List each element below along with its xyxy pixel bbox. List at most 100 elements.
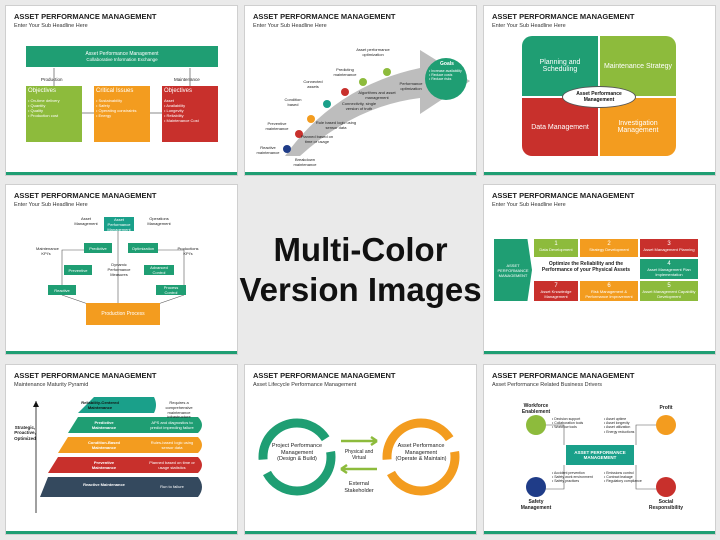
objectives-maintenance-box: Objectives Asset • Availability • Longev… xyxy=(162,86,218,142)
slide-subtitle: Maintenance Maturity Pyramid xyxy=(14,382,89,388)
connected-label: Connected assets xyxy=(303,79,323,89)
step-1: 1 Data Development xyxy=(534,239,578,257)
project-perf-label: Project Performance Management (Design &… xyxy=(271,443,323,463)
slide-thumbnail-8[interactable]: ASSET PERFORMANCE MANAGEMENT Asset Lifec… xyxy=(244,364,477,535)
slide-subtitle: Enter Your Sub Headline Here xyxy=(14,202,88,208)
step-num: 5 xyxy=(667,283,671,289)
center-title-line-2: Version Images xyxy=(239,270,482,308)
social-items: • Emissions control • Contract leakage •… xyxy=(604,471,642,484)
level-3-name: Condition-Based Maintenance xyxy=(88,440,120,450)
profit-label: Profit xyxy=(659,405,673,411)
slide-thumbnail-9[interactable]: ASSET PERFORMANCE MANAGEMENT Asset Perfo… xyxy=(483,364,716,535)
box-title: Critical Issues xyxy=(96,88,134,94)
step-label: Asset Management Plan Implementation xyxy=(647,267,691,277)
maturity-pyramid xyxy=(33,397,202,513)
center-oval: Asset Performance Management xyxy=(562,86,636,108)
footer-bar xyxy=(245,531,476,534)
axis-label: Strategic, Proactive, Optimized xyxy=(14,425,36,441)
slide-thumbnail-1[interactable]: ASSET PERFORMANCE MANAGEMENT Enter Your … xyxy=(5,5,238,176)
connectivity-label: Connectivity, single version of truth xyxy=(341,101,377,111)
box-title: Objectives xyxy=(164,88,193,94)
slide-thumbnail-6[interactable]: ASSET PERFORMANCE MANAGEMENT Enter Your … xyxy=(483,184,716,355)
goals-title: Goals xyxy=(440,61,454,67)
step-num: 2 xyxy=(607,241,611,247)
level-4-name: Preventive Maintenance xyxy=(91,460,117,470)
step-label: Data Development xyxy=(539,247,573,252)
level-5-name: Reactive Maintenance xyxy=(83,482,125,487)
predictive-label: Predicting maintenance xyxy=(333,67,357,77)
step-4: 4 Asset Management Plan Implementation xyxy=(640,259,698,279)
step-num: 1 xyxy=(554,241,558,247)
slide-subtitle: Enter Your Sub Headline Here xyxy=(492,202,566,208)
physical-virtual-label: Physical and Virtual xyxy=(344,449,374,461)
optimization-box: Optimization xyxy=(128,243,158,253)
step-7: 7 Asset Knowledge Management xyxy=(534,281,578,301)
banner-line-2: Collaborative Information Exchange xyxy=(86,57,158,62)
goals-items: • Increase availability • Reduce costs •… xyxy=(429,69,462,82)
apm-banner: Asset Performance Management Collaborati… xyxy=(26,46,218,67)
preventive-label: Preventive maintenance xyxy=(265,121,289,131)
step-6: 6 Risk Management & Performance Improvem… xyxy=(580,281,638,301)
advanced-box: Advanced Control xyxy=(144,265,174,275)
drivers-connectors xyxy=(526,415,676,497)
footer-bar xyxy=(245,172,476,175)
footer-bar xyxy=(6,351,237,354)
slide-title: ASSET PERFORMANCE MANAGEMENT xyxy=(492,12,635,21)
center-title-line-1: Multi-Color xyxy=(273,230,448,268)
level-3-desc: Rules-based logic using sensor data xyxy=(150,440,194,450)
box-items: • On-time delivery • Quantity • Quality … xyxy=(28,98,60,118)
objectives-production-box: Objectives • On-time delivery • Quantity… xyxy=(26,86,82,142)
reactive-label: Reactive maintenance xyxy=(256,145,280,155)
slide-thumbnail-4[interactable]: ASSET PERFORMANCE MANAGEMENT Enter Your … xyxy=(5,184,238,355)
step-label: Risk Management & Performance Improvemen… xyxy=(585,289,633,299)
predictive-box: Predictive xyxy=(84,243,112,253)
slide-title: ASSET PERFORMANCE MANAGEMENT xyxy=(14,191,157,200)
box-items: Asset • Availability • Longevity • Relia… xyxy=(164,98,199,123)
condition-label: Condition based xyxy=(284,97,302,107)
step-2: 2 Strategy Development xyxy=(580,239,638,257)
slide-title: ASSET PERFORMANCE MANAGEMENT xyxy=(14,12,157,21)
asset-perf-label: Asset Performance Management (Operate & … xyxy=(395,443,447,463)
step-label: Asset Management Capability Development xyxy=(642,289,696,299)
step-label: Asset Knowledge Management xyxy=(540,289,572,299)
footer-bar xyxy=(484,351,715,354)
optimization-label: Asset performance optimization xyxy=(356,47,390,57)
step-3: 3 Asset Management Planning xyxy=(640,239,698,257)
external-stakeholder-label: External Stakeholder xyxy=(344,481,374,494)
planned-label: Planned based on time or usage xyxy=(300,134,334,144)
safety-items: • Accident prevention • Safety work envi… xyxy=(552,471,593,484)
reactive-box: Reactive xyxy=(48,285,76,295)
step-num: 7 xyxy=(554,283,558,289)
footer-bar xyxy=(6,172,237,175)
maturity-arrow xyxy=(283,50,470,156)
level-4-desc: Planned based on time or usage statistic… xyxy=(149,460,195,470)
level-5-desc: Run to failure xyxy=(160,484,184,489)
asset-mgmt-label: Asset Management xyxy=(74,216,98,226)
step-5: 5 Asset Management Capability Developmen… xyxy=(640,281,698,301)
step-num: 4 xyxy=(667,261,671,267)
quadrant-investigation: Investigation Management xyxy=(600,98,676,156)
slide-thumbnail-3[interactable]: ASSET PERFORMANCE MANAGEMENT Enter Your … xyxy=(483,5,716,176)
banner-line-1: Asset Performance Management xyxy=(85,51,159,57)
slide-thumbnail-2[interactable]: ASSET PERFORMANCE MANAGEMENT Enter Your … xyxy=(244,5,477,176)
performance-label: Performance optimization xyxy=(399,81,423,91)
center-statement: Optimize the Reliability and the Perform… xyxy=(541,261,631,273)
slide-title: ASSET PERFORMANCE MANAGEMENT xyxy=(253,371,396,380)
maintenance-label: Maintenance xyxy=(174,77,200,82)
dynamic-label: Dynamic Performance Measures xyxy=(107,262,131,277)
level-1-desc: Requires a comprehensive maintenance inf… xyxy=(165,400,193,420)
footer-bar xyxy=(484,172,715,175)
box-title: Objectives xyxy=(28,88,57,94)
step-num: 3 xyxy=(667,241,671,247)
critical-issues-box: Critical Issues • Sustainability • Safet… xyxy=(94,86,150,142)
process-box: Process Control xyxy=(156,285,186,295)
box-items: • Sustainability • Safety • Operating co… xyxy=(96,98,137,118)
apm-center-box: ASSET PERFORMANCE MANAGEMENT xyxy=(566,445,634,465)
slide-thumbnail-7[interactable]: ASSET PERFORMANCE MANAGEMENT Maintenance… xyxy=(5,364,238,535)
slide-subtitle: Asset Performance Related Business Drive… xyxy=(492,382,603,388)
production-process-box: Production Process xyxy=(86,303,160,325)
preventive-box: Preventive xyxy=(64,265,92,275)
workforce-items: • Decision support • Collaboration tools… xyxy=(552,417,584,430)
level-1-name: Reliability-Centered Maintenance xyxy=(81,400,119,410)
profit-items: • Asset uptime • Asset longevity • Asset… xyxy=(604,417,635,434)
